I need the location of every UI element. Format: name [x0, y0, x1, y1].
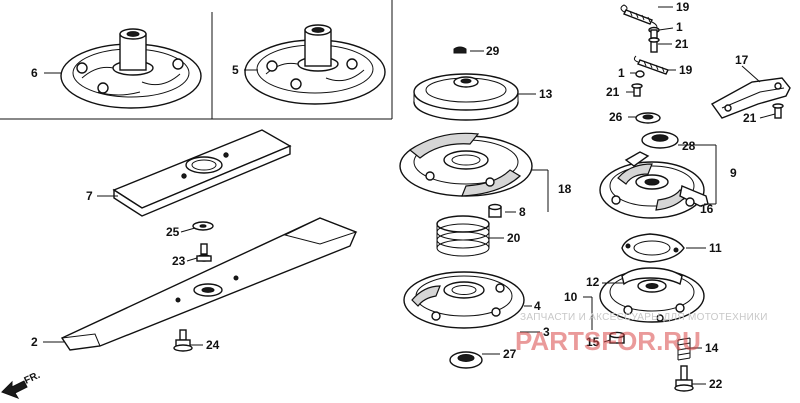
return-spring-lower	[633, 55, 669, 75]
brake-disc	[399, 132, 533, 197]
clutch-base	[599, 267, 705, 323]
clutch-plate	[403, 271, 525, 329]
mower-blade	[60, 217, 358, 351]
callout-24: 24	[206, 338, 220, 352]
callout-22: 22	[709, 377, 723, 391]
front-arrow-icon	[1, 380, 28, 399]
callout-1-upper: 1	[676, 20, 683, 34]
callout-27: 27	[503, 347, 517, 361]
blade-stiffener	[112, 129, 292, 217]
watermark-logo: PARTSFOR.RU	[515, 326, 701, 356]
key	[453, 46, 467, 54]
leader-lines	[43, 6, 776, 385]
callout-14: 14	[705, 341, 719, 355]
clutch-housing	[599, 151, 709, 219]
nut	[488, 203, 502, 218]
bolt-upper	[196, 243, 212, 262]
callout-8: 8	[519, 205, 526, 219]
callout-25: 25	[166, 225, 180, 239]
bracket	[710, 77, 791, 119]
bolt-lower	[173, 329, 193, 352]
clutch-spring	[436, 215, 490, 257]
callout-9: 9	[730, 166, 737, 180]
bearing-small	[635, 112, 661, 124]
callout-1-lower: 1	[618, 66, 625, 80]
callout-19-lower: 19	[679, 63, 693, 77]
watermark: ЗАПЧАСТИ И АКСЕССУАРЫ ДЛЯ МОТОТЕХНИКИ PA…	[515, 312, 768, 356]
callout-29: 29	[486, 44, 500, 58]
callout-4: 4	[534, 299, 541, 313]
bolt-mid-21	[631, 83, 643, 97]
washer	[192, 221, 214, 231]
callout-10: 10	[564, 290, 578, 304]
bolt-22	[674, 365, 694, 392]
callout-23: 23	[172, 254, 186, 268]
callout-6: 6	[31, 66, 38, 80]
callout-18: 18	[558, 182, 572, 196]
callout-28: 28	[682, 139, 696, 153]
watermark-text: ЗАПЧАСТИ И АКСЕССУАРЫ ДЛЯ МОТОТЕХНИКИ	[520, 312, 768, 323]
callout-26: 26	[609, 110, 623, 124]
cap	[609, 331, 625, 344]
callout-2: 2	[31, 335, 38, 349]
pulley	[413, 73, 519, 121]
callout-17: 17	[735, 53, 749, 67]
callout-11: 11	[709, 241, 722, 255]
callout-16: 16	[700, 202, 714, 216]
direction-label: FR.	[23, 370, 42, 387]
bolt-right-21	[772, 103, 784, 119]
callout-19-upper: 19	[676, 0, 690, 14]
blade-holder-right	[244, 24, 386, 105]
callout-15: 15	[586, 335, 600, 349]
callout-21-mid: 21	[606, 85, 620, 99]
gasket	[621, 233, 685, 263]
callout-20: 20	[507, 231, 521, 245]
frame-lines	[0, 0, 393, 120]
callout-12: 12	[586, 275, 600, 289]
callout-7: 7	[86, 189, 93, 203]
callout-5: 5	[232, 63, 239, 77]
callout-numbers: 19 1 21 1 19 21 17 21 26 28 9 16 11 12 1…	[31, 0, 757, 391]
direction-indicator: FR.	[1, 370, 42, 399]
bearing-large	[641, 131, 679, 149]
return-spring-upper	[620, 4, 658, 31]
callout-3: 3	[543, 325, 550, 339]
bearing-lower	[449, 351, 483, 369]
pin-lower	[635, 70, 645, 78]
blade-holder-left	[60, 28, 202, 109]
pin-upper	[648, 26, 660, 39]
callout-13: 13	[539, 87, 553, 101]
callout-21-right: 21	[743, 111, 757, 125]
callout-21-upper: 21	[675, 37, 689, 51]
bolt-upper-21	[648, 37, 660, 53]
